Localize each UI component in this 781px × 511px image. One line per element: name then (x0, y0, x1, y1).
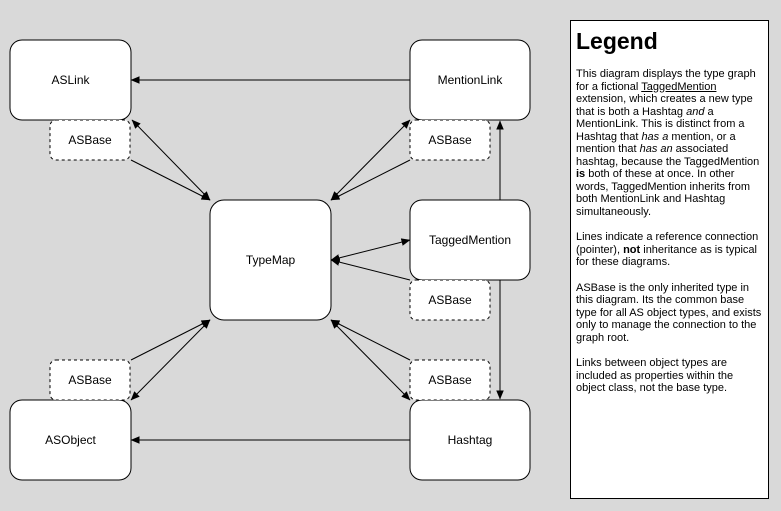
legend-text: Lines indicate a reference connection (p… (576, 231, 759, 256)
legend-text: both of these at once. In other words, T… (576, 168, 751, 218)
legend-italic: has a (641, 130, 669, 143)
node-asobject-label: ASObject (45, 433, 96, 447)
legend-text: mention, or a mention that (576, 130, 736, 156)
node-mentionlink[interactable]: MentionLink (409, 39, 531, 121)
edges (130, 76, 504, 444)
node-aslink-label: ASLink (51, 73, 90, 87)
legend-paragraph-2: Lines indicate a reference connection (p… (576, 231, 762, 269)
edge-asobject-typemap (130, 319, 211, 401)
node-asbase-label: ASBase (428, 293, 472, 307)
edge-aslink-typemap (131, 119, 211, 201)
legend-text: a MentionLink. This is distinct from a H… (576, 105, 745, 143)
legend-text: extension, which creates a new type that… (576, 93, 753, 118)
legend-bold: is (576, 168, 586, 180)
legend-text: associated hashtag, because the TaggedMe… (576, 143, 760, 168)
legend-italic: and (686, 105, 705, 118)
node-asbase-aslink[interactable]: ASBase (49, 119, 131, 161)
node-asbase-label: ASBase (68, 133, 112, 147)
node-taggedmention[interactable]: TaggedMention (409, 199, 531, 281)
edge-aslink-asbase-to-typemap (130, 159, 211, 201)
legend-title: Legend (576, 28, 658, 54)
node-asbase-label: ASBase (428, 373, 472, 387)
node-asbase-asobject[interactable]: ASBase (49, 359, 131, 401)
node-asbase-label: ASBase (68, 373, 112, 387)
edge-hashtag-typemap (330, 319, 411, 401)
legend-text: inheritance as is typical for these diag… (576, 243, 757, 269)
legend-underline-taggedmention: TaggedMention (641, 80, 717, 93)
node-asbase-hashtag[interactable]: ASBase (409, 359, 491, 401)
legend-text: This diagram displays the type graph for… (576, 68, 756, 93)
legend-paragraph-1: This diagram displays the type graph for… (576, 68, 762, 218)
node-asbase-mentionlink[interactable]: ASBase (409, 119, 491, 161)
edge-hashtag-asbase-to-typemap (330, 319, 411, 361)
node-asobject[interactable]: ASObject (9, 399, 132, 481)
node-hashtag-label: Hashtag (448, 433, 493, 447)
legend-paragraph-3: ASBase is the only inherited type in thi… (576, 281, 762, 344)
node-typemap[interactable]: TypeMap (209, 199, 332, 321)
legend-bold: not (623, 243, 641, 256)
edge-taggedmention-asbase-to-typemap (330, 258, 411, 281)
node-asbase-taggedmention[interactable]: ASBase (409, 279, 491, 321)
edge-typemap-taggedmention (330, 238, 411, 262)
edge-mentionlink-typemap (330, 119, 411, 201)
node-typemap-label: TypeMap (246, 253, 296, 267)
edge-mentionlink-asbase-to-typemap (330, 159, 411, 201)
node-aslink[interactable]: ASLink (9, 39, 132, 121)
legend-panel: Legend This diagram displays the type gr… (570, 20, 769, 499)
node-taggedmention-label: TaggedMention (429, 233, 511, 247)
node-mentionlink-label: MentionLink (438, 73, 504, 87)
legend-italic: has an (639, 143, 673, 155)
node-hashtag[interactable]: Hashtag (409, 399, 531, 481)
edge-asobject-asbase-to-typemap (130, 319, 211, 361)
legend-paragraph-4: Links between object types are included … (576, 357, 734, 394)
node-asbase-label: ASBase (428, 133, 472, 147)
